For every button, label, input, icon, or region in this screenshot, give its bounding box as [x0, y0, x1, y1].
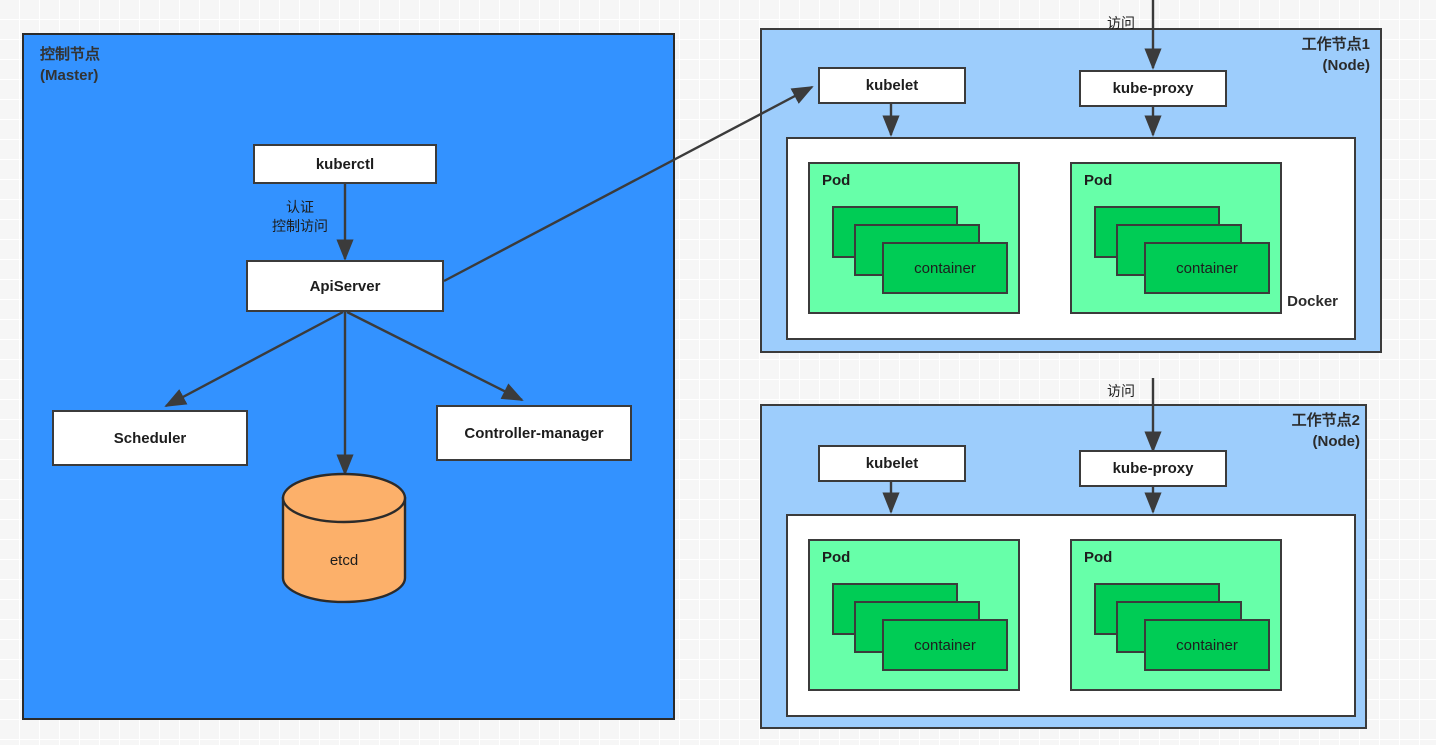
pod-label: Pod: [1084, 549, 1113, 566]
container-front-node1-a[interactable]: container: [882, 242, 1008, 294]
kubelet-box-node1[interactable]: kubelet: [818, 67, 966, 104]
worker-node-2-title: 工作节点2 (Node): [1291, 412, 1360, 450]
master-node-title: 控制节点 (Master): [40, 46, 101, 84]
pod-node1-a[interactable]: Pod container: [808, 162, 1020, 314]
edge-apiserver-to-kubelet: [443, 85, 814, 283]
kubelet-box-node2[interactable]: kubelet: [818, 445, 966, 482]
container-front-node2-a[interactable]: container: [882, 619, 1008, 671]
etcd-cylinder[interactable]: [281, 472, 407, 604]
pod-label: Pod: [1084, 172, 1113, 189]
container-front-node1-b[interactable]: container: [1144, 242, 1270, 294]
kuberctl-box[interactable]: kuberctl: [253, 144, 437, 184]
access-label-node2: 访问: [1107, 383, 1135, 399]
controller-manager-box[interactable]: Controller-manager: [436, 405, 632, 461]
pod-node2-a[interactable]: Pod container: [808, 539, 1020, 691]
apiserver-box[interactable]: ApiServer: [246, 260, 444, 312]
worker-node-1-title: 工作节点1 (Node): [1301, 36, 1370, 74]
container-front-node2-b[interactable]: container: [1144, 619, 1270, 671]
edge-label-auth: 认证 控制访问: [272, 199, 328, 234]
scheduler-box[interactable]: Scheduler: [52, 410, 248, 466]
edge-apiserver-to-scheduler: [164, 310, 344, 408]
kube-proxy-box-node2[interactable]: kube-proxy: [1079, 450, 1227, 487]
pod-label: Pod: [822, 172, 851, 189]
etcd-label: etcd: [329, 552, 359, 569]
pod-node2-b[interactable]: Pod container: [1070, 539, 1282, 691]
pod-node1-b[interactable]: Pod container: [1070, 162, 1282, 314]
access-label-node1: 访问: [1107, 15, 1135, 31]
kube-proxy-box-node1[interactable]: kube-proxy: [1079, 70, 1227, 107]
edge-apiserver-to-controller-manager: [346, 310, 524, 402]
docker-label: Docker: [1287, 293, 1338, 310]
pod-label: Pod: [822, 549, 851, 566]
